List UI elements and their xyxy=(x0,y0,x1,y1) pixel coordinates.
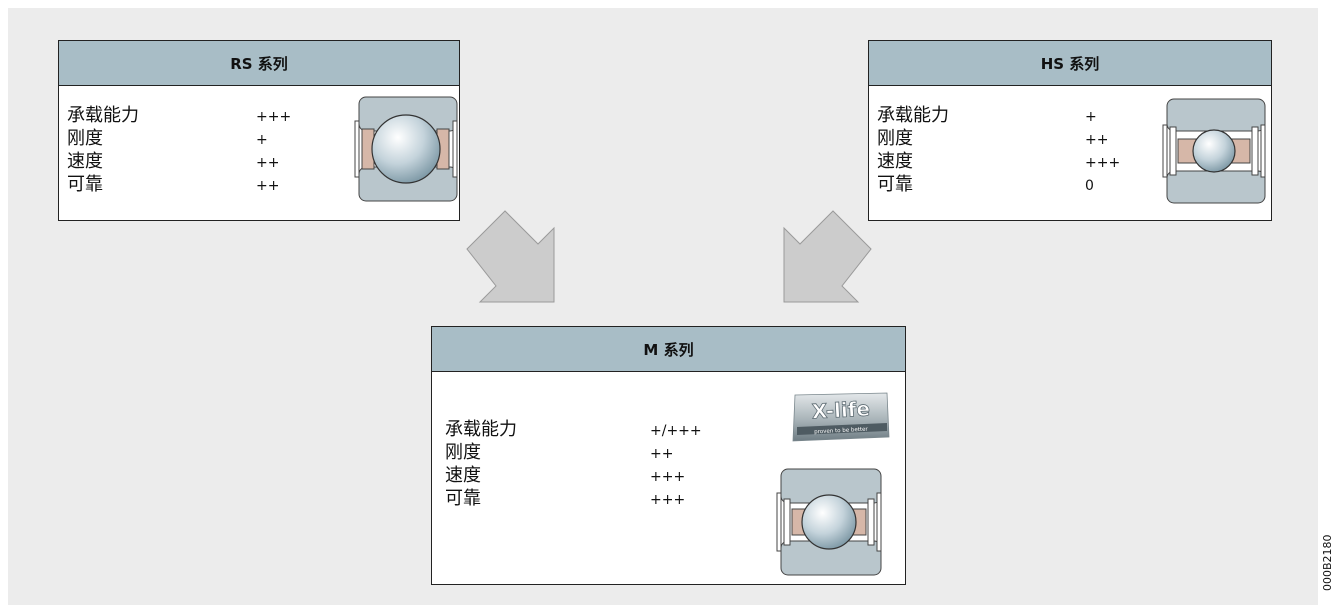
rs-label-reliability: 可靠 xyxy=(67,174,103,195)
m-rating-load-capacity: +/+++ xyxy=(650,423,702,439)
m-label-load-capacity: 承载能力 xyxy=(445,419,517,440)
rs-to-m-arrow-icon xyxy=(466,210,555,303)
hs-series-title: HS 系列 xyxy=(869,41,1271,86)
rs-rating-reliability: ++ xyxy=(256,178,280,194)
document-code: 000B2180 xyxy=(1321,534,1334,591)
x-life-tagline: proven to be better xyxy=(814,427,869,436)
m-rating-reliability: +++ xyxy=(650,492,686,508)
m-rating-stiffness: ++ xyxy=(650,446,674,462)
rs-series-card: RS 系列 承载能力 刚度 速度 可靠 +++ + ++ ++ xyxy=(58,40,460,221)
rs-rating-load-capacity: +++ xyxy=(256,109,292,125)
rs-bearing-illustration xyxy=(354,96,458,202)
m-label-stiffness: 刚度 xyxy=(445,442,481,463)
hs-label-reliability: 可靠 xyxy=(877,174,913,195)
hs-bearing-illustration xyxy=(1162,98,1266,204)
m-rating-speed: +++ xyxy=(650,469,686,485)
rs-label-speed: 速度 xyxy=(67,151,103,172)
hs-to-m-arrow-icon xyxy=(783,210,872,303)
rs-rating-stiffness: + xyxy=(256,132,268,148)
x-life-brand: X-life xyxy=(811,396,870,423)
m-bearing-illustration xyxy=(776,468,882,576)
x-life-logo: X-life proven to be better xyxy=(792,392,890,442)
m-label-reliability: 可靠 xyxy=(445,488,481,509)
rs-series-title: RS 系列 xyxy=(59,41,459,86)
hs-rating-stiffness: ++ xyxy=(1085,132,1109,148)
hs-series-card: HS 系列 承载能力 刚度 速度 可靠 + ++ +++ 0 xyxy=(868,40,1272,221)
rs-rating-speed: ++ xyxy=(256,155,280,171)
rs-label-stiffness: 刚度 xyxy=(67,128,103,149)
hs-rating-load-capacity: + xyxy=(1085,109,1097,125)
hs-label-speed: 速度 xyxy=(877,151,913,172)
hs-label-stiffness: 刚度 xyxy=(877,128,913,149)
m-label-speed: 速度 xyxy=(445,465,481,486)
rs-label-load-capacity: 承载能力 xyxy=(67,105,139,126)
hs-label-load-capacity: 承载能力 xyxy=(877,105,949,126)
m-series-card: M 系列 承载能力 刚度 速度 可靠 +/+++ ++ +++ +++ X-li… xyxy=(431,326,906,585)
m-series-title: M 系列 xyxy=(432,327,905,372)
hs-rating-speed: +++ xyxy=(1085,155,1121,171)
hs-rating-reliability: 0 xyxy=(1085,178,1094,194)
